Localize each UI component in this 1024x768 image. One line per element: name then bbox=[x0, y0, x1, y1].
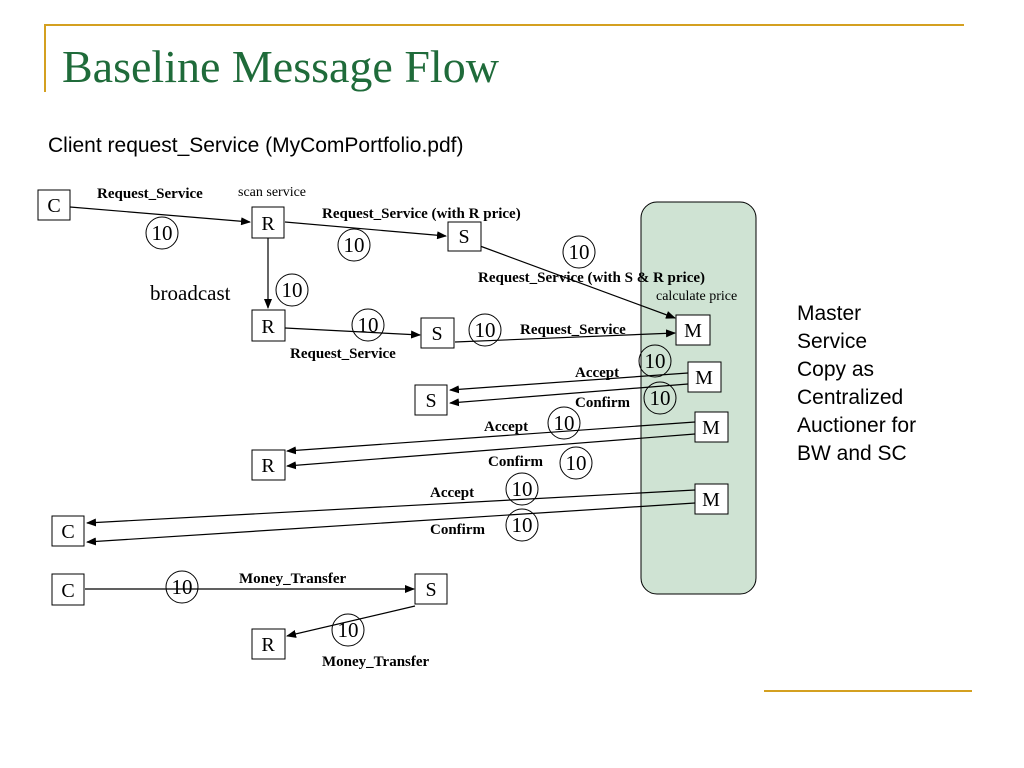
count-c-r: 10 bbox=[145, 216, 179, 250]
svg-text:M: M bbox=[702, 489, 720, 511]
label-request-service-1: Request_Service bbox=[97, 186, 203, 202]
svg-text:10: 10 bbox=[650, 386, 671, 410]
note-line: Copy as bbox=[797, 358, 875, 381]
label-accept-3: Accept bbox=[430, 485, 474, 501]
node-s1: S bbox=[447, 221, 482, 252]
node-r1: R bbox=[251, 206, 285, 239]
count-s-m: 10 bbox=[562, 235, 596, 269]
svg-text:S: S bbox=[431, 323, 442, 345]
svg-text:10: 10 bbox=[475, 318, 496, 342]
arrow-m3-accept bbox=[286, 421, 696, 455]
svg-text:10: 10 bbox=[512, 477, 533, 501]
arrow-c-to-r bbox=[69, 206, 251, 226]
svg-text:M: M bbox=[702, 417, 720, 439]
count-m2-s3-accept: 10 bbox=[638, 344, 672, 378]
label-confirm-3: Confirm bbox=[430, 522, 485, 538]
node-m1: M bbox=[675, 314, 711, 346]
svg-text:S: S bbox=[458, 226, 469, 248]
note-line: Centralized bbox=[797, 386, 904, 409]
label-broadcast: broadcast bbox=[150, 281, 231, 305]
svg-text:C: C bbox=[61, 580, 74, 602]
count-m3-r-accept: 10 bbox=[547, 406, 581, 440]
label-calculate-price: calculate price bbox=[656, 289, 737, 304]
svg-text:C: C bbox=[47, 195, 60, 217]
arrow-m4-accept bbox=[86, 489, 696, 527]
node-m2: M bbox=[687, 361, 722, 393]
svg-text:10: 10 bbox=[358, 313, 379, 337]
count-m4-c-confirm: 10 bbox=[505, 508, 539, 542]
node-c3: C bbox=[51, 573, 85, 606]
svg-text:S: S bbox=[425, 579, 436, 601]
count-m3-r-confirm: 10 bbox=[559, 446, 593, 480]
label-request-service-3: Request_Service bbox=[520, 322, 626, 338]
svg-text:10: 10 bbox=[344, 233, 365, 257]
svg-text:R: R bbox=[261, 455, 275, 477]
svg-text:10: 10 bbox=[172, 575, 193, 599]
frame-top-rule bbox=[44, 24, 964, 26]
svg-text:M: M bbox=[695, 367, 713, 389]
node-s3: S bbox=[414, 384, 448, 416]
svg-text:10: 10 bbox=[338, 618, 359, 642]
arrow-m4-confirm bbox=[86, 502, 696, 546]
frame-bottom-rule bbox=[764, 690, 972, 692]
svg-text:10: 10 bbox=[554, 411, 575, 435]
note-line: Service bbox=[797, 330, 868, 353]
slide-subtitle: Client request_Service (MyComPortfolio.p… bbox=[48, 134, 464, 157]
label-scan-service: scan service bbox=[238, 185, 306, 200]
svg-text:M: M bbox=[684, 320, 702, 342]
count-s-r-money: 10 bbox=[331, 613, 365, 647]
node-c2: C bbox=[51, 515, 85, 547]
arrow-r-to-s bbox=[284, 221, 447, 240]
note-line: Master bbox=[797, 302, 862, 325]
label-confirm-1: Confirm bbox=[575, 395, 630, 411]
label-confirm-2: Confirm bbox=[488, 454, 543, 470]
note-line: Auctioner for bbox=[797, 414, 917, 437]
label-money-transfer-1: Money_Transfer bbox=[239, 571, 347, 587]
arrow-m3-confirm bbox=[286, 433, 696, 470]
svg-text:10: 10 bbox=[566, 451, 587, 475]
count-m4-c-accept: 10 bbox=[505, 472, 539, 506]
node-r4: R bbox=[251, 628, 286, 660]
count-m2-s3-confirm: 10 bbox=[643, 381, 677, 415]
node-s2: S bbox=[420, 317, 455, 349]
node-r2: R bbox=[251, 309, 286, 342]
count-r2-s2: 10 bbox=[351, 308, 385, 342]
arrow-s-to-m bbox=[479, 245, 676, 319]
svg-text:10: 10 bbox=[645, 349, 666, 373]
arrow-s2-to-m1 bbox=[454, 329, 676, 343]
svg-text:10: 10 bbox=[282, 278, 303, 302]
label-accept-2: Accept bbox=[484, 419, 528, 435]
count-r-s: 10 bbox=[337, 228, 371, 262]
master-service-note: Master Service Copy as Centralized Aucti… bbox=[797, 300, 967, 468]
svg-text:R: R bbox=[261, 213, 275, 235]
node-r3: R bbox=[251, 449, 286, 481]
label-request-service-2: Request_Service bbox=[290, 346, 396, 362]
svg-text:10: 10 bbox=[512, 513, 533, 537]
svg-text:S: S bbox=[425, 390, 436, 412]
node-m4: M bbox=[694, 483, 729, 515]
note-line: BW and SC bbox=[797, 442, 907, 465]
svg-text:R: R bbox=[261, 316, 275, 338]
label-request-service-r-price: Request_Service (with R price) bbox=[322, 206, 521, 222]
svg-text:R: R bbox=[261, 634, 275, 656]
label-money-transfer-2: Money_Transfer bbox=[322, 654, 430, 670]
slide-title: Baseline Message Flow bbox=[62, 41, 499, 92]
frame-left-rule bbox=[44, 24, 46, 92]
node-m3: M bbox=[694, 411, 729, 443]
svg-text:10: 10 bbox=[152, 221, 173, 245]
count-s2-m1: 10 bbox=[468, 313, 502, 347]
arrow-s-to-r-money bbox=[286, 605, 416, 638]
arrow-r2-to-s2 bbox=[284, 327, 421, 339]
label-request-service-sr-price: Request_Service (with S & R price) bbox=[478, 270, 705, 286]
node-c1: C bbox=[37, 189, 71, 221]
node-s4: S bbox=[414, 573, 448, 605]
svg-text:10: 10 bbox=[569, 240, 590, 264]
label-accept-1: Accept bbox=[575, 365, 619, 381]
count-broadcast: 10 bbox=[275, 273, 309, 307]
count-c-s-money: 10 bbox=[165, 570, 199, 604]
svg-text:C: C bbox=[61, 521, 74, 543]
